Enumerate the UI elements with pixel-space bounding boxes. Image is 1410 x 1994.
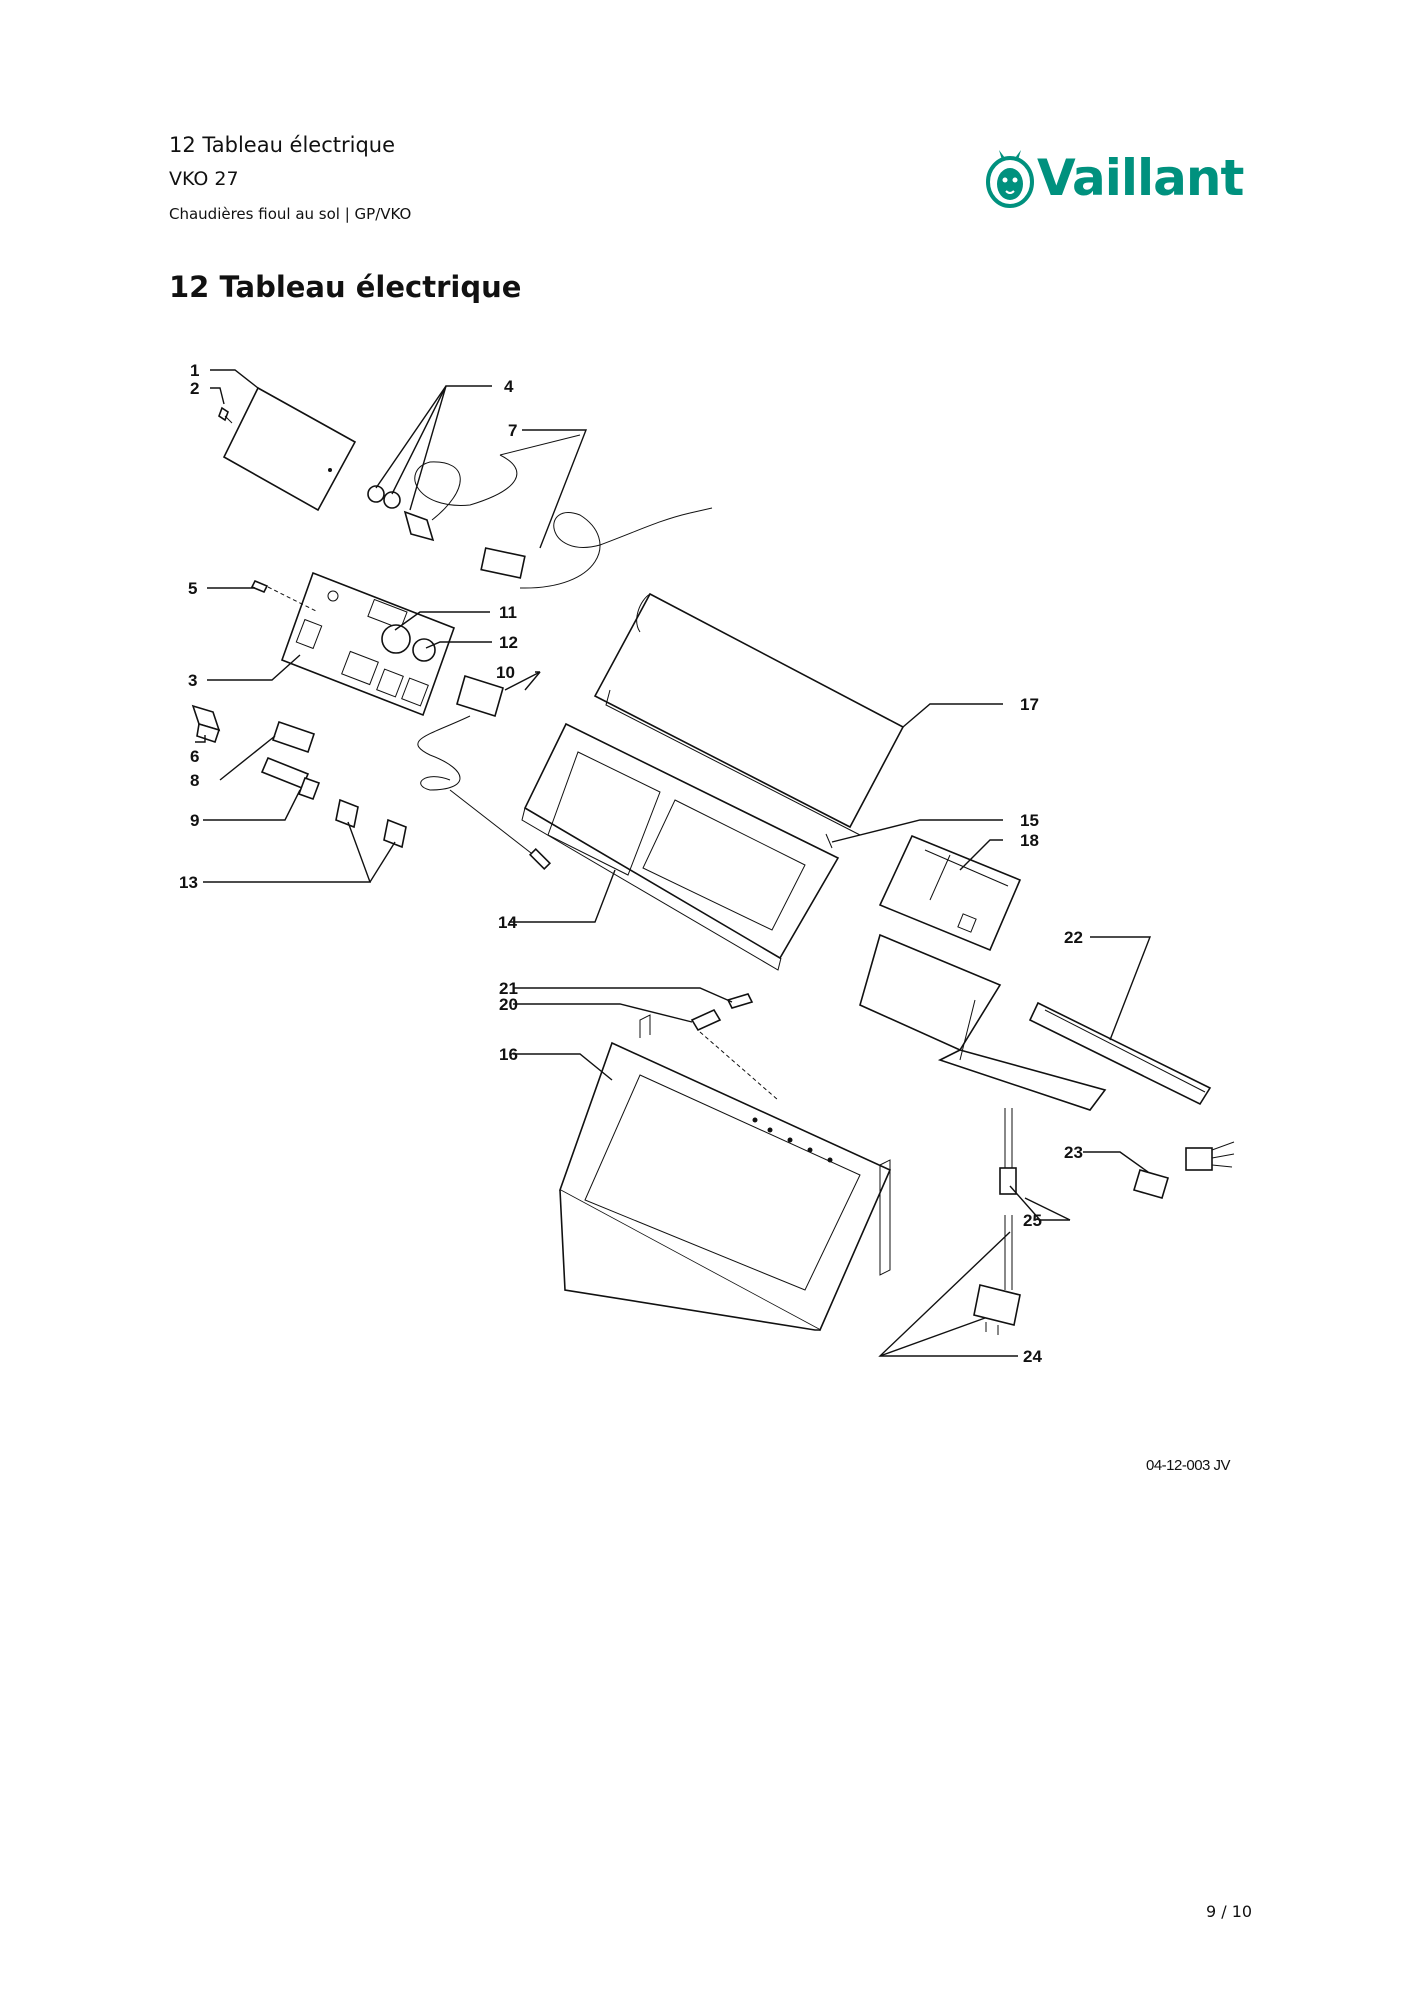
callout-11: 11: [499, 603, 517, 622]
callout-20: 20: [499, 995, 518, 1014]
leader-lines: [195, 369, 1152, 1357]
part-21-plug: [726, 993, 754, 1009]
callout-23: 23: [1064, 1143, 1083, 1162]
part-23-connector: [1133, 1141, 1235, 1199]
part-25-gland: [999, 1108, 1017, 1290]
callout-18: 18: [1020, 831, 1039, 850]
part-4-knobs: [367, 434, 581, 542]
callout-14: 14: [498, 913, 517, 932]
part-22-terminal-strip: [1028, 1001, 1212, 1106]
header-subtitle: Chaudières fioul au sol | GP/VKO: [169, 205, 412, 223]
part-8-connector: [271, 720, 316, 754]
part-9-fuse-holder: [260, 756, 321, 801]
callout-3: 3: [188, 671, 197, 690]
callout-9: 9: [190, 811, 199, 830]
callout-24: 24: [1023, 1347, 1042, 1366]
callout-5: 5: [188, 579, 197, 598]
callout-15: 15: [1020, 811, 1039, 830]
drawing-reference: 04-12-003 JV: [1146, 1457, 1231, 1474]
header-model: VKO 27: [169, 168, 239, 190]
part-10-sensor: [417, 674, 552, 871]
callout-8: 8: [190, 771, 199, 790]
callout-12: 12: [499, 633, 518, 652]
callout-labels: 1 2 3 4 5 6 7 8 9 10 11 12 13 14 15 16 1…: [179, 361, 1083, 1366]
part-3-control-panel: [280, 571, 456, 717]
rabbit-logo-icon: [986, 150, 1034, 208]
callout-16: 16: [499, 1045, 518, 1064]
brand-name: Vaillant: [1037, 149, 1244, 207]
callout-10: 10: [496, 663, 515, 682]
part-20-fitting: [690, 1008, 722, 1032]
page-number: 9 / 10: [1206, 1902, 1253, 1921]
callout-7: 7: [508, 421, 517, 440]
section-title: 12 Tableau électrique: [169, 270, 522, 304]
part-bracket: [859, 933, 1107, 1111]
part-5-pin: [250, 579, 269, 594]
part-24-sensor-block: [973, 1284, 1021, 1335]
part-6-switch: [191, 704, 221, 744]
callout-21: 21: [499, 979, 518, 998]
part-2-screw: [218, 406, 233, 424]
callout-2: 2: [190, 379, 199, 398]
callout-6: 6: [190, 747, 199, 766]
header-title: 12 Tableau électrique: [169, 133, 396, 157]
callout-22: 22: [1064, 928, 1083, 947]
part-17-lid: [593, 592, 905, 836]
part-13-switches: [335, 798, 407, 849]
part-7-thermostat: [480, 507, 713, 589]
vaillant-logo: Vaillant: [985, 145, 1255, 215]
part-16-base-tray: [559, 1014, 892, 1332]
part-1-cover-plate: [222, 386, 357, 512]
callout-1: 1: [190, 361, 199, 380]
callout-17: 17: [1020, 695, 1039, 714]
callout-25: 25: [1023, 1211, 1042, 1230]
callout-4: 4: [504, 377, 514, 396]
part-15-screw: [825, 833, 833, 849]
part-18-module: [878, 834, 1022, 952]
part-14-frame: [521, 722, 840, 971]
callout-13: 13: [179, 873, 198, 892]
